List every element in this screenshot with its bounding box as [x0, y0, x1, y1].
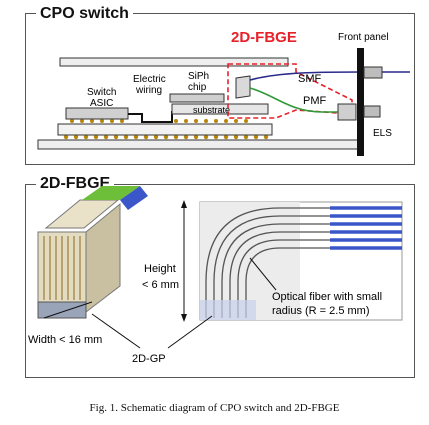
lid-plate: [59, 57, 289, 67]
fiber-label-1: Optical fiber with small: [272, 291, 382, 303]
fbge-panel-title: 2D-FBGE: [36, 176, 115, 192]
gp-label: 2D-GP: [132, 353, 166, 365]
fiber-ends-blue: [330, 206, 402, 250]
gp-leader-left: [91, 313, 141, 349]
pmf-fiber: [249, 87, 340, 113]
fiber-ribbon-blue: [120, 186, 148, 210]
electric-wiring-label-2: wiring: [135, 85, 162, 96]
bent-fibers: [205, 207, 402, 318]
siph-chip-label-2: chip: [188, 82, 207, 93]
switch-asic-label-2: ASIC: [90, 98, 113, 109]
fbge-gp-region: [200, 300, 256, 320]
height-label-1: Height: [144, 263, 176, 275]
smf-adapter: [363, 66, 383, 79]
fiber-callout-line: [249, 257, 277, 291]
smf-label: SMF: [298, 73, 322, 85]
switch-asic: [65, 107, 129, 120]
figure-caption: Fig. 1. Schematic diagram of CPO switch …: [89, 402, 340, 414]
siph-chip: [169, 93, 225, 103]
cpo-switch-panel-title: CPO switch: [36, 6, 133, 22]
switch-asic-label-1: Switch: [87, 87, 116, 98]
fiber-ribbon-green: [82, 186, 140, 200]
fbge-highlight-label: 2D-FBGE: [231, 29, 297, 46]
width-label: Width < 16 mm: [28, 334, 102, 346]
solder-ball-row-top: [70, 119, 248, 123]
front-panel: [357, 48, 364, 156]
electric-wiring-label-1: Electric: [133, 74, 166, 85]
fbge-block-fibers: [43, 236, 81, 300]
substrate-label: substrate: [193, 105, 230, 115]
height-label-2: < 6 mm: [142, 279, 179, 291]
siph-chip-label-1: SiPh: [188, 71, 209, 82]
package-substrate: [57, 123, 273, 136]
cpo-switch-diagram: 2D-FBGE Front panel Switch ASIC Electric…: [37, 29, 410, 156]
fbge-panel: [25, 184, 415, 378]
fbge-diagram: Height < 6 mm Width < 16 mm Optical fibe…: [28, 186, 403, 365]
height-arrow-bottom: [181, 314, 187, 322]
width-dimension: [43, 301, 93, 319]
els-module: [337, 103, 357, 121]
solder-ball-row-bottom: [63, 134, 269, 140]
front-panel-label: Front panel: [338, 32, 389, 43]
fbge-block-side: [85, 202, 121, 314]
fiber-label-2: radius (R = 2.5 mm): [272, 305, 370, 317]
els-label: ELS: [373, 128, 392, 139]
fbge-connector: [235, 75, 251, 99]
fbge-block-base: [37, 301, 87, 319]
pmf-label: PMF: [303, 95, 327, 107]
optical-substrate: [171, 103, 269, 115]
base-board: [37, 139, 361, 150]
gp-leader-right: [167, 315, 213, 349]
els-connector: [363, 105, 381, 118]
height-arrow-top: [181, 200, 187, 208]
smf-fiber: [249, 71, 410, 81]
cpo-switch-panel: [25, 13, 415, 165]
